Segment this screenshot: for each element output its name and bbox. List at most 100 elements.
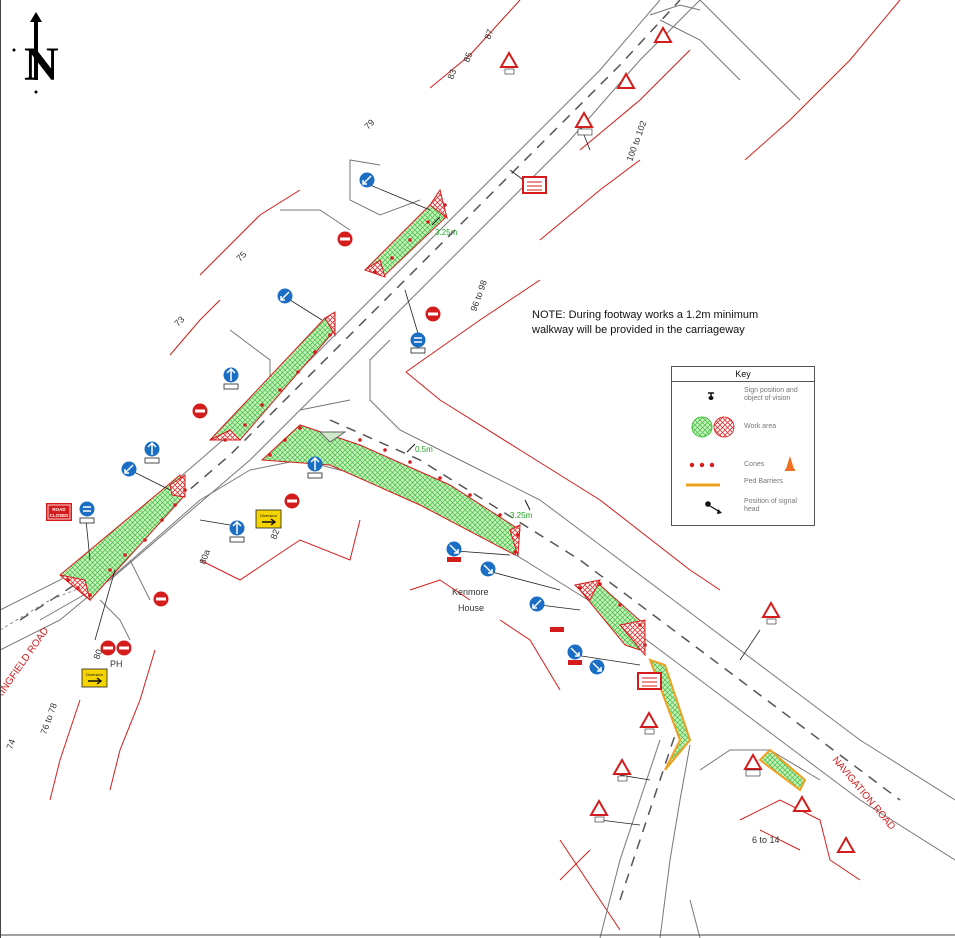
label-80: 80 <box>91 648 104 661</box>
keep-left-icon <box>529 596 545 612</box>
no-entry-icon <box>153 591 169 607</box>
label-6-14: 6 to 14 <box>752 835 780 845</box>
keep-right-icon <box>446 541 462 557</box>
label-79: 79 <box>362 117 376 131</box>
road-name-navigation: NAVIGATION ROAD <box>830 755 897 832</box>
no-entry-icon <box>116 640 132 656</box>
roadworks-warning-icon <box>574 110 594 136</box>
label-100-102: 100 to 102 <box>624 119 648 162</box>
work-area-navigation-footway <box>648 658 692 771</box>
key-text-work-area: Work area <box>744 423 777 430</box>
dimension-label-1: 3.25m <box>435 228 458 237</box>
label-kenmore: Kenmore <box>452 587 489 597</box>
key-text-sign-position: Sign position and object of vision <box>744 387 798 402</box>
traffic-cone-icon <box>785 456 795 471</box>
red-taper-4 <box>324 311 336 337</box>
keep-left-icon <box>277 288 293 304</box>
map-key: Key Sign position and object of vision W… <box>671 366 815 526</box>
key-text-ped-barriers: Ped Barriers <box>744 478 783 485</box>
svg-text:ROAD: ROAD <box>52 507 66 512</box>
roadworks-warning-icon <box>743 752 763 777</box>
ahead-only-icon <box>229 520 245 536</box>
work-area-corner <box>260 424 521 556</box>
roadworks-warning-signs <box>499 25 856 853</box>
key-row-sign-position: Sign position and object of vision <box>672 385 814 407</box>
dimension-markers <box>406 216 531 511</box>
label-75: 75 <box>234 249 248 263</box>
dimension-labels: 3.25m 0.5m 3.25m <box>415 228 533 520</box>
no-entry-icon <box>284 493 300 509</box>
note-line-1: NOTE: During footway works a 1.2m minimu… <box>532 309 759 321</box>
work-area-6-14 <box>758 748 807 792</box>
two-way-icon <box>410 332 426 348</box>
label-83: 83 <box>445 68 458 81</box>
diversion-sign: Diversion <box>255 509 282 529</box>
kerb-dashed <box>0 579 101 631</box>
roadworks-warning-icon <box>499 50 519 75</box>
key-row-work-area: Work area <box>672 413 814 438</box>
north-arrow: N <box>12 12 59 94</box>
label-96-98: 96 to 98 <box>468 279 489 313</box>
cones-icon <box>689 462 715 468</box>
label-74: 74 <box>4 738 17 751</box>
no-entry-icon <box>100 640 116 656</box>
no-entry-icon <box>337 231 353 247</box>
two-way-icon <box>79 501 95 517</box>
no-entry-icon <box>425 306 441 322</box>
key-row-cones: Cones <box>672 453 814 475</box>
triangle-island <box>318 431 347 443</box>
keep-left-icon <box>359 172 375 188</box>
svg-text:CLOSED: CLOSED <box>50 513 70 518</box>
road-closed-sign: ROAD CLOSED <box>46 503 72 521</box>
label-82: 82 <box>268 528 281 541</box>
traffic-control-sign <box>522 176 547 194</box>
roadworks-warning-icon <box>792 794 812 812</box>
label-ph: PH <box>110 659 123 669</box>
roadworks-warning-icon <box>612 757 632 782</box>
svg-text:Diversion: Diversion <box>260 513 277 518</box>
label-87: 87 <box>482 28 495 41</box>
info-signs: ROAD CLOSED Diversion Diversion <box>46 176 662 690</box>
property-boundaries <box>49 0 901 931</box>
blue-direction-signs <box>79 172 605 675</box>
cones <box>66 203 647 647</box>
north-label: N <box>24 38 59 91</box>
property-labels: 87 85 83 79 75 73 100 to 102 96 to 98 82… <box>4 28 779 845</box>
diversion-sign: Diversion <box>81 668 108 688</box>
no-entry-icon <box>192 403 208 419</box>
ped-barrier-icon <box>686 483 720 487</box>
work-area-icon <box>691 416 735 438</box>
ahead-only-icon <box>307 456 323 472</box>
keep-right-icon <box>567 644 583 660</box>
key-text-signal-head: Position of signal head <box>744 498 797 513</box>
red-taper-7 <box>509 524 521 557</box>
label-85: 85 <box>461 51 474 64</box>
keep-right-icon <box>480 561 496 577</box>
red-taper-9 <box>619 619 646 657</box>
red-taper-6 <box>429 188 448 220</box>
label-76-78: 76 to 78 <box>38 702 59 736</box>
key-text-cones: Cones <box>744 461 765 468</box>
roadworks-warning-icon <box>653 25 673 43</box>
keep-right-icon <box>589 659 605 675</box>
dimension-label-3: 3.25m <box>510 511 533 520</box>
label-73: 73 <box>172 314 186 328</box>
red-taper-8 <box>573 579 601 601</box>
key-row-ped-barriers: Ped Barriers <box>672 475 814 497</box>
red-sign-plates <box>447 557 582 665</box>
label-house: House <box>458 603 484 613</box>
dimension-label-2: 0.5m <box>415 445 433 454</box>
key-title: Key <box>672 367 814 382</box>
work-areas <box>59 188 807 792</box>
ahead-only-icon <box>144 441 160 457</box>
no-entry-signs <box>100 231 441 656</box>
sign-position-icon <box>708 392 714 400</box>
key-row-signal-head: Position of signal head <box>672 497 814 519</box>
signal-head-icon <box>705 501 722 514</box>
svg-text:Diversion: Diversion <box>86 672 103 677</box>
keep-left-icon <box>121 461 137 477</box>
roadworks-warning-icon <box>639 710 659 735</box>
red-taper-1 <box>169 474 186 498</box>
traffic-control-sign <box>637 672 662 690</box>
